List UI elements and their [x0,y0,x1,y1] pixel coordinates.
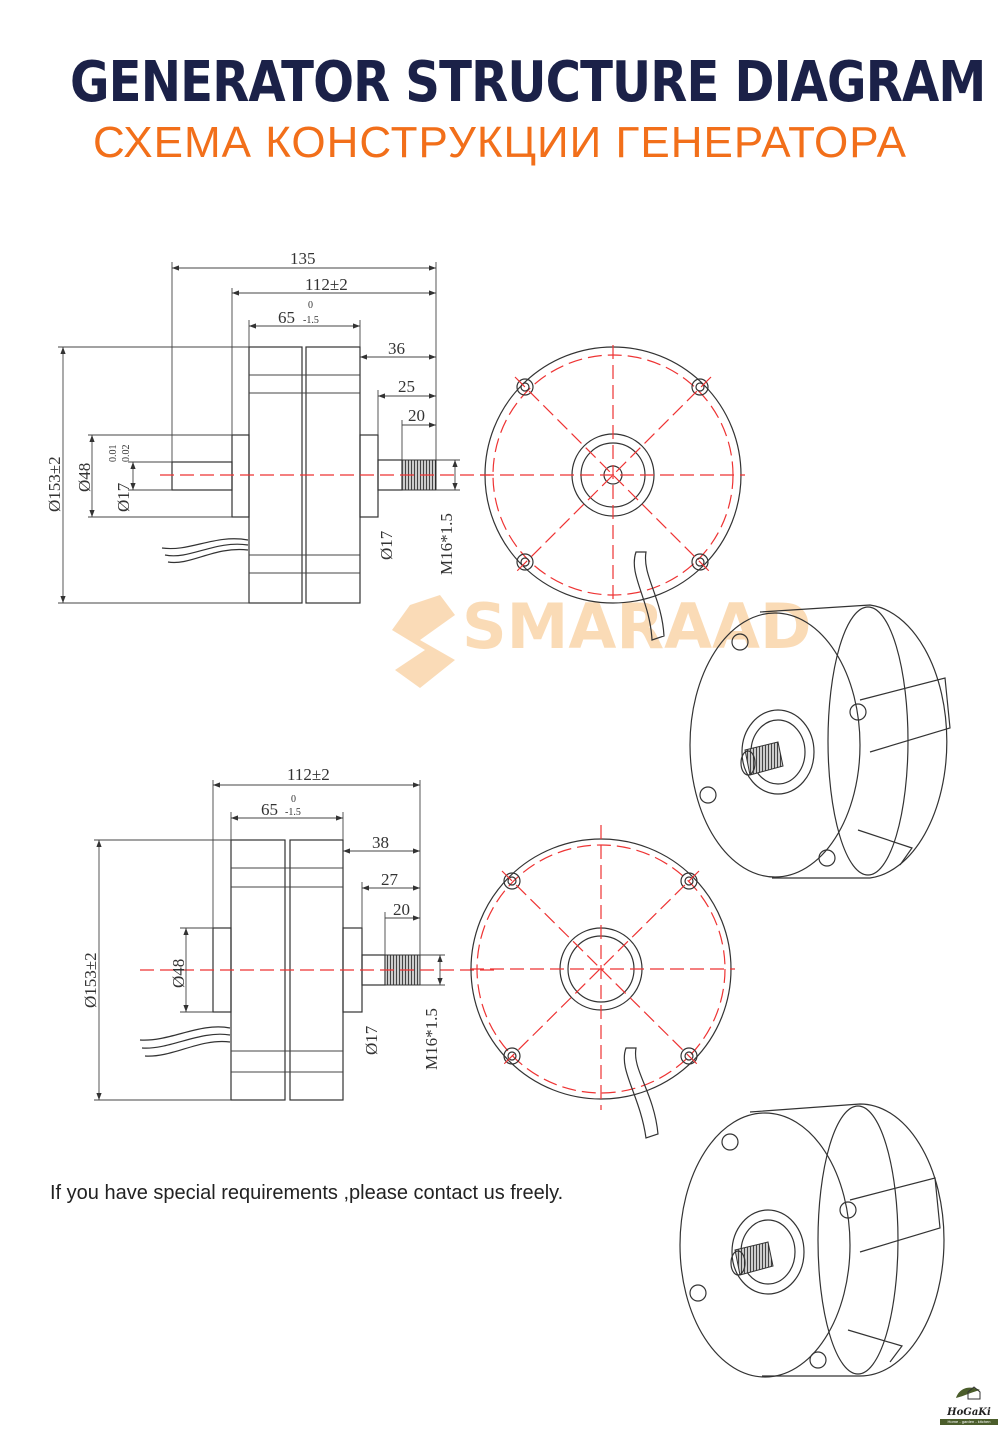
perspective-view-1 [689,604,951,879]
svg-text:0.01: 0.01 [108,445,119,463]
dim-38: 38 [372,833,389,852]
dim-112: 112±2 [287,765,330,784]
thread-spec: M16*1.5 [437,513,456,575]
dim-17-left: Ø17 [114,482,133,512]
dim-135: 135 [290,249,316,268]
watermark: SMARAAD [392,590,812,688]
watermark-logo-icon [392,595,455,688]
dim-65: 65 [278,308,295,327]
dim-48: Ø48 [75,463,94,492]
perspective-view-2 [679,1103,945,1378]
dim-25: 25 [398,377,415,396]
dim-153: Ø153±2 [45,456,64,512]
dim-20: 20 [393,900,410,919]
dim-17-right: Ø17 [362,1025,381,1055]
dim-36: 36 [388,339,405,358]
svg-text:SMARAAD: SMARAAD [462,590,812,663]
title-russian: СХЕМА КОНСТРУКЦИИ ГЕНЕРАТОРА [92,118,908,167]
front-view-1 [480,345,745,641]
side-view-2: 112±2 65 0 -1.5 38 27 20 Ø153±2 Ø48 Ø17 … [81,765,500,1101]
brand-logo: HoGaKi Home - garden - kitchen [940,1384,998,1425]
dim-48: Ø48 [169,959,188,988]
dim-153: Ø153±2 [81,952,100,1008]
svg-text:0: 0 [291,794,296,805]
contact-note: If you have special requirements ,please… [50,1182,564,1204]
svg-text:-1.5: -1.5 [303,315,319,326]
svg-text:-1.5: -1.5 [285,807,301,818]
title-english: GENERATOR STRUCTURE DIAGRAM [70,50,986,115]
svg-text:0.02: 0.02 [121,445,132,463]
thread-spec: M16*1.5 [422,1008,441,1070]
dim-20: 20 [408,406,425,425]
side-view-1: 135 112±2 65 0 -1.5 36 25 20 Ø153±2 Ø48 … [45,249,490,604]
dim-112: 112±2 [305,275,348,294]
svg-text:0: 0 [308,300,313,311]
dim-17-right: Ø17 [377,530,396,560]
leaf-house-icon [956,1386,981,1400]
dim-65: 65 [261,800,278,819]
front-view-2 [470,825,735,1139]
dim-27: 27 [381,870,399,889]
